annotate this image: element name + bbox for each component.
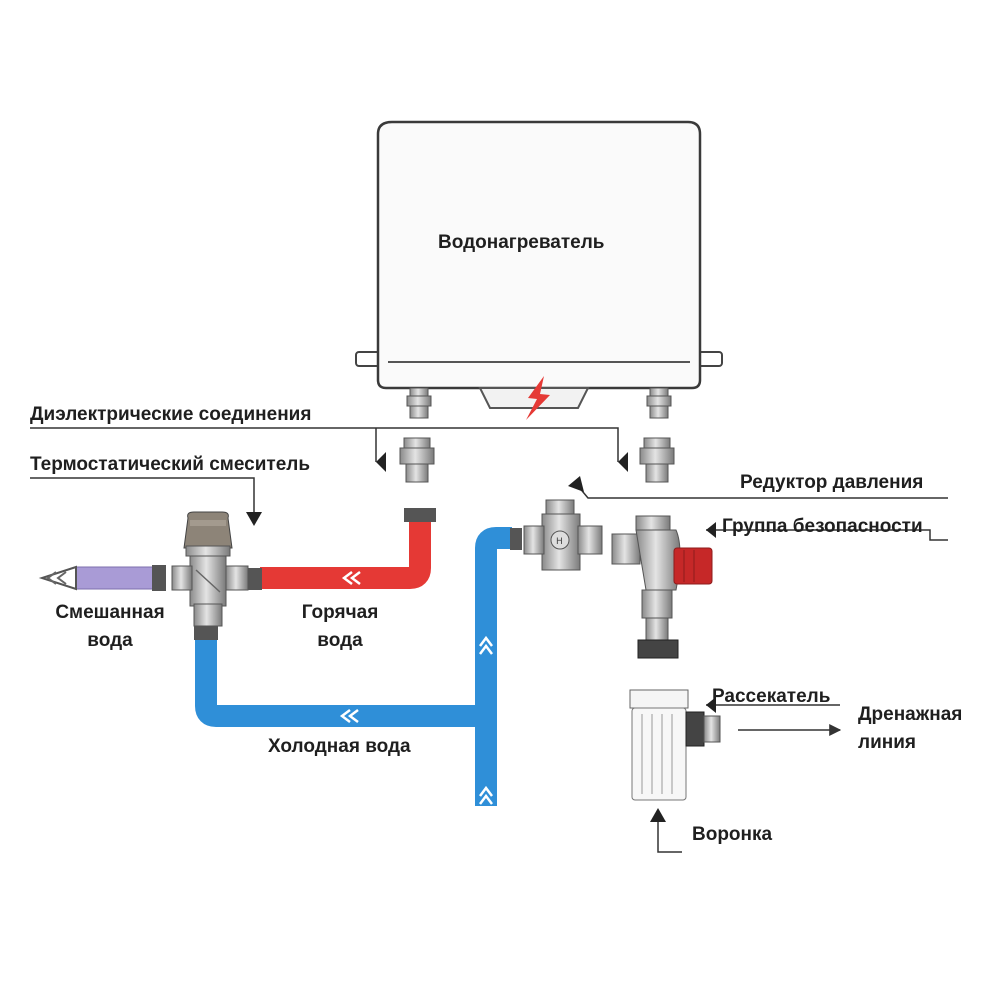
label-drain-line-1: Дренажная: [858, 704, 963, 725]
leader-dielectric: [30, 427, 619, 462]
label-hot-water-line1: Горячая: [301, 602, 379, 623]
water-heater-tab-right: [697, 351, 723, 367]
drain-funnel: [629, 689, 721, 801]
arrow-dielectric-right: [618, 452, 628, 472]
thermostatic-mixer-valve: [171, 511, 249, 627]
safety-group-valve: [611, 515, 713, 659]
leader-funnel: [657, 822, 682, 853]
label-thermostatic-mixer: Термостатический смеситель: [30, 454, 311, 475]
cold-flow-chevron-3: [479, 785, 493, 805]
heater-outlet-right: [646, 387, 672, 419]
water-heater-title: Водонагреватель: [438, 232, 605, 253]
arrow-safety-group: [706, 522, 716, 538]
label-cold-water: Холодная вода: [268, 736, 411, 757]
leader-thermostatic: [30, 477, 255, 520]
arrow-pressure-reducer: [568, 476, 584, 492]
label-mixed-water-line1: Смешанная: [55, 602, 165, 623]
arrow-thermostatic: [246, 512, 262, 526]
leader-lines: [30, 427, 948, 853]
cold-flow-chevron-1: [339, 709, 359, 723]
label-splitter: Рассекатель: [712, 686, 831, 707]
label-dielectric-connections: Диэлектрические соединения: [30, 404, 312, 425]
water-heater-body: [376, 120, 702, 390]
arrow-splitter: [706, 697, 716, 713]
label-funnel: Воронка: [692, 824, 773, 845]
arrow-funnel: [650, 808, 666, 822]
label-mixed-water-line2: вода: [87, 630, 133, 651]
water-heater-tab-left: [355, 351, 381, 367]
cold-water-pipe: [194, 527, 522, 806]
power-bolt-icon: [526, 376, 550, 420]
arrow-dielectric-left: [376, 452, 386, 472]
hot-water-pipe: [248, 508, 436, 590]
heater-outlet-left: [406, 387, 432, 419]
hot-flow-chevron-1: [341, 571, 361, 585]
water-heater: [355, 120, 723, 420]
mixed-water-pipe: [38, 565, 166, 591]
svg-text:H: H: [556, 537, 563, 547]
label-hot-water-line2: вода: [317, 630, 363, 651]
splitter-fitting: [629, 689, 689, 709]
cold-flow-chevron-2: [479, 635, 493, 655]
leader-safety-group: [706, 529, 948, 541]
dielectric-coupling-right: [639, 437, 675, 483]
label-safety-group: Группа безопасности: [722, 516, 923, 537]
dielectric-coupling-left: [399, 437, 435, 483]
label-drain-line-2: линия: [858, 732, 916, 753]
pressure-reducer-valve: H: [523, 499, 603, 571]
leader-arrowheads: [246, 452, 716, 822]
label-pressure-reducer: Редуктор давления: [740, 472, 924, 493]
